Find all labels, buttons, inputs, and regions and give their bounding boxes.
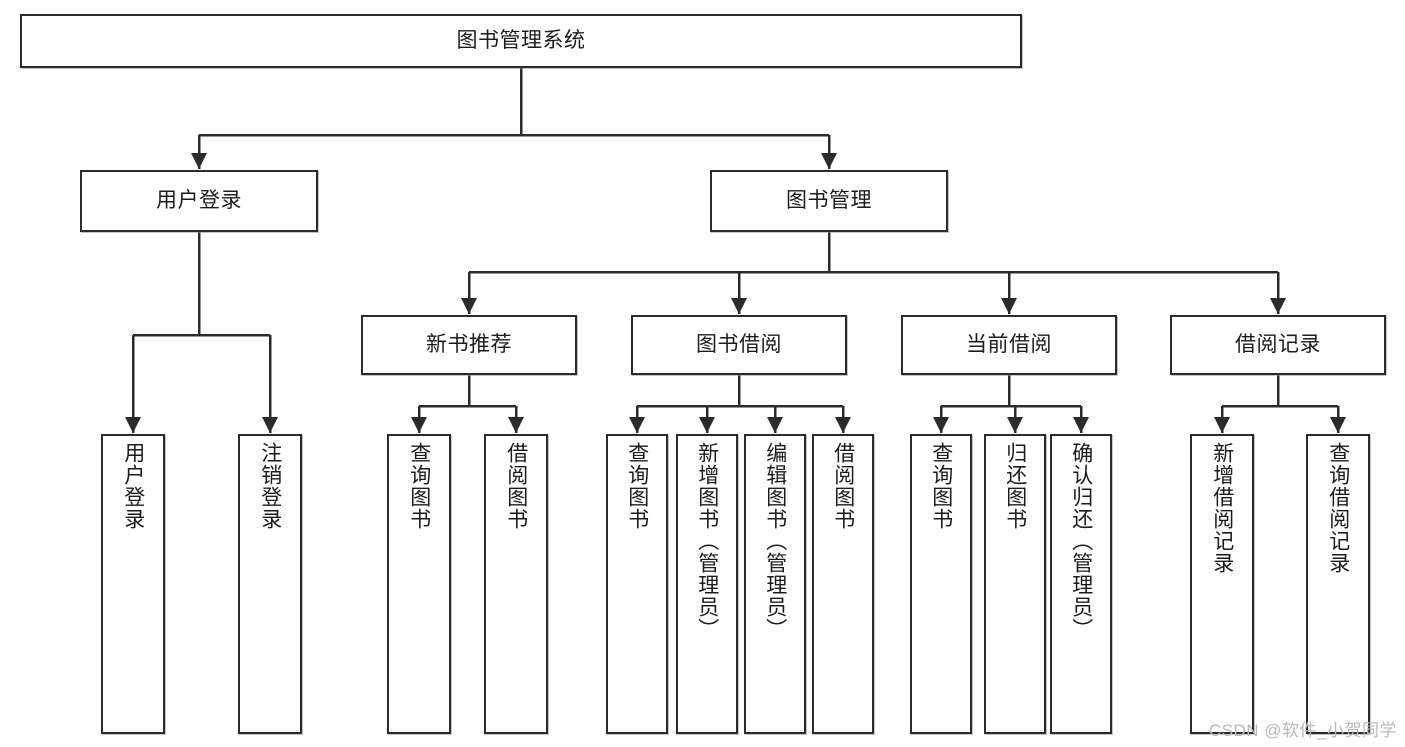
node-label: 图书管理	[786, 189, 872, 213]
node-leaf-user-login[interactable]: 用户登录	[101, 434, 165, 734]
node-root[interactable]: 图书管理系统	[20, 14, 1022, 68]
node-leaf-edit-book-admin[interactable]: 编辑图书（管理员）	[744, 434, 806, 734]
arrowhead-icon	[508, 417, 524, 433]
arrowhead-icon	[821, 153, 837, 169]
node-label: 编辑图书（管理员）	[763, 442, 787, 640]
node-book-manage[interactable]: 图书管理	[710, 170, 948, 232]
node-label: 查询图书	[929, 442, 953, 530]
node-label: 新书推荐	[426, 333, 512, 357]
arrowhead-icon	[125, 417, 141, 433]
node-borrow-record[interactable]: 借阅记录	[1170, 315, 1386, 375]
arrowhead-icon	[1073, 417, 1089, 433]
node-leaf-query-book-2[interactable]: 查询图书	[606, 434, 668, 734]
arrowhead-icon	[1001, 298, 1017, 314]
node-user-login[interactable]: 用户登录	[80, 170, 318, 232]
arrowhead-icon	[835, 417, 851, 433]
node-label: 借阅记录	[1235, 333, 1321, 357]
arrowhead-icon	[629, 417, 645, 433]
arrowhead-icon	[411, 417, 427, 433]
node-label: 当前借阅	[966, 333, 1052, 357]
node-label: 用户登录	[121, 442, 145, 530]
node-label: 查询图书	[625, 442, 649, 530]
arrowhead-icon	[1214, 417, 1230, 433]
arrowhead-icon	[461, 298, 477, 314]
watermark: CSDN @软件_小贺同学	[1208, 721, 1397, 740]
arrowhead-icon	[1330, 417, 1346, 433]
arrowhead-icon	[933, 417, 949, 433]
node-label: 图书借阅	[696, 333, 782, 357]
node-label: 查询图书	[407, 442, 431, 530]
node-label: 注销登录	[258, 442, 282, 530]
node-leaf-query-book-1[interactable]: 查询图书	[387, 434, 451, 734]
node-leaf-query-book-3[interactable]: 查询图书	[910, 434, 972, 734]
node-leaf-add-book-admin[interactable]: 新增图书（管理员）	[676, 434, 738, 734]
node-leaf-logout[interactable]: 注销登录	[238, 434, 302, 734]
arrowhead-icon	[699, 417, 715, 433]
node-leaf-confirm-return-admin[interactable]: 确认归还（管理员）	[1050, 434, 1112, 734]
arrowhead-icon	[1007, 417, 1023, 433]
node-leaf-borrow-book-2[interactable]: 借阅图书	[812, 434, 874, 734]
arrowhead-icon	[1270, 298, 1286, 314]
arrowhead-icon	[731, 298, 747, 314]
node-label: 用户登录	[156, 189, 242, 213]
node-leaf-query-borrow-record[interactable]: 查询借阅记录	[1306, 434, 1370, 734]
node-label: 查询借阅记录	[1326, 442, 1350, 574]
node-label: 归还图书	[1003, 442, 1027, 530]
node-label: 确认归还（管理员）	[1069, 442, 1093, 640]
arrowhead-icon	[767, 417, 783, 433]
node-label: 新增借阅记录	[1210, 442, 1234, 574]
node-leaf-borrow-book-1[interactable]: 借阅图书	[484, 434, 548, 734]
arrowhead-icon	[191, 153, 207, 169]
node-label: 新增图书（管理员）	[695, 442, 719, 640]
node-current-borrow[interactable]: 当前借阅	[901, 315, 1117, 375]
node-label: 借阅图书	[831, 442, 855, 530]
arrowhead-icon	[262, 417, 278, 433]
node-label: 借阅图书	[504, 442, 528, 530]
node-new-book-recommend[interactable]: 新书推荐	[361, 315, 577, 375]
node-label: 图书管理系统	[456, 29, 586, 53]
node-leaf-return-book[interactable]: 归还图书	[984, 434, 1046, 734]
node-leaf-add-borrow-record[interactable]: 新增借阅记录	[1190, 434, 1254, 734]
node-book-borrow[interactable]: 图书借阅	[631, 315, 847, 375]
